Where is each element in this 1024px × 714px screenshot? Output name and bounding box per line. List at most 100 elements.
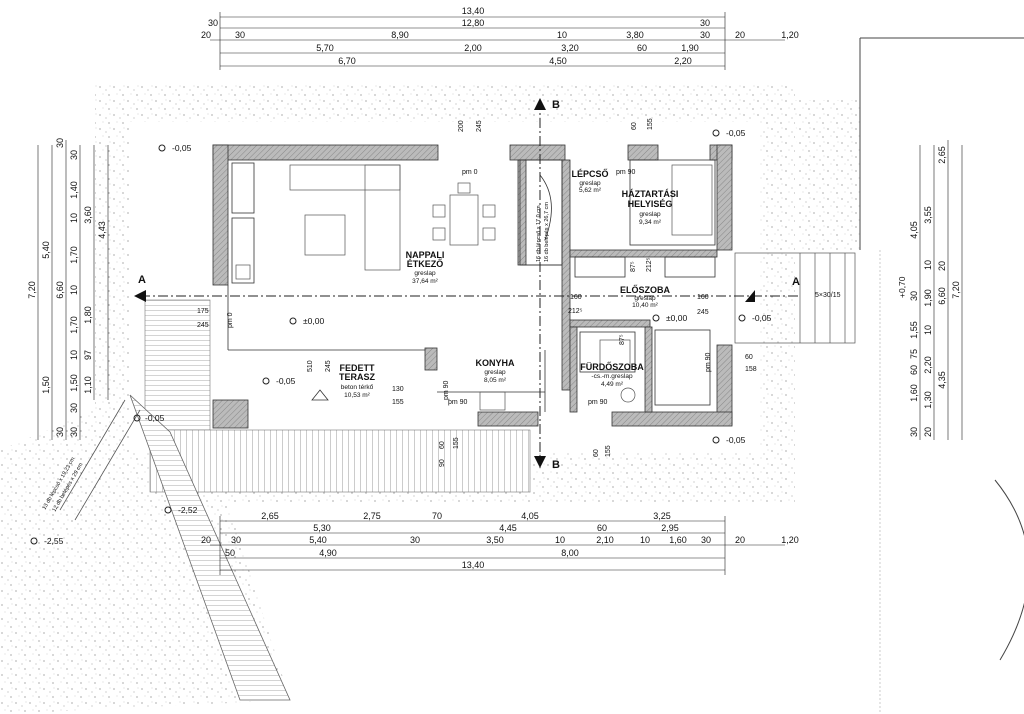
svg-text:5,40: 5,40: [309, 535, 327, 545]
svg-text:155: 155: [453, 437, 460, 449]
coffee-table: [304, 214, 346, 256]
svg-text:pm 0: pm 0: [227, 312, 234, 328]
svg-text:30: 30: [69, 150, 79, 160]
svg-text:4,50: 4,50: [549, 56, 567, 66]
svg-text:2,20: 2,20: [923, 356, 933, 374]
svg-text:beton térkő: beton térkő: [341, 384, 374, 391]
svg-text:7,20: 7,20: [951, 281, 961, 299]
svg-text:8,90: 8,90: [391, 30, 409, 40]
svg-text:8,05 m²: 8,05 m²: [484, 377, 507, 384]
svg-text:1,20: 1,20: [781, 30, 799, 40]
top-dimensions: [210, 12, 785, 70]
svg-text:1,10: 1,10: [83, 376, 93, 394]
svg-text:5,62 m²: 5,62 m²: [579, 187, 602, 194]
svg-text:pm 90: pm 90: [616, 169, 636, 176]
svg-text:245: 245: [325, 360, 332, 372]
svg-text:-2,52: -2,52: [178, 505, 198, 515]
svg-text:-0,05: -0,05: [276, 376, 296, 386]
right-dimension-text: 4,05 30 1,55 75 60 1,60 30 3,55 10 1,90 …: [909, 146, 961, 437]
left-dimension-text: 7,20 5,40 1,50 6,60 30 30 30 1,40 10 1,7…: [27, 138, 107, 437]
room-eloszoba: ELŐSZOBA greslap 10,40 m²: [620, 284, 671, 309]
svg-text:10,40 m²: 10,40 m²: [632, 302, 658, 309]
svg-text:30: 30: [909, 291, 919, 301]
svg-text:KONYHA: KONYHA: [475, 358, 515, 368]
room-lepcso: LÉPCSŐ greslap 5,62 m²: [571, 168, 608, 194]
svg-text:5,40: 5,40: [41, 241, 51, 259]
svg-text:30: 30: [69, 403, 79, 413]
svg-text:13,40: 13,40: [462, 6, 485, 16]
svg-text:175: 175: [197, 308, 209, 315]
interior-lines: [227, 159, 716, 412]
svg-text:10: 10: [923, 260, 933, 270]
svg-text:2,65: 2,65: [937, 146, 947, 164]
svg-text:87⁵: 87⁵: [619, 334, 626, 345]
svg-text:60: 60: [909, 365, 919, 375]
svg-text:5,70: 5,70: [316, 43, 334, 53]
svg-text:10: 10: [69, 285, 79, 295]
svg-text:30: 30: [55, 427, 65, 437]
svg-text:155: 155: [647, 118, 654, 130]
svg-text:30: 30: [701, 535, 711, 545]
section-a-left-marker: [134, 290, 146, 302]
svg-text:10,53 m²: 10,53 m²: [344, 392, 370, 399]
svg-text:1,70: 1,70: [69, 316, 79, 334]
svg-text:1,20: 1,20: [781, 535, 799, 545]
svg-text:130: 130: [392, 386, 404, 393]
svg-text:20: 20: [937, 261, 947, 271]
svg-text:3,55: 3,55: [923, 206, 933, 224]
svg-text:212⁵: 212⁵: [646, 257, 653, 272]
svg-text:60: 60: [597, 523, 607, 533]
svg-text:greslap: greslap: [634, 295, 656, 302]
section-b-bottom-marker: [534, 456, 546, 468]
svg-text:±0,00: ±0,00: [666, 313, 687, 323]
svg-text:160: 160: [697, 294, 709, 301]
svg-text:90: 90: [439, 459, 446, 467]
svg-text:1,30: 1,30: [923, 391, 933, 409]
svg-text:TERASZ: TERASZ: [339, 372, 376, 382]
svg-text:10: 10: [69, 350, 79, 360]
svg-text:greslap: greslap: [484, 369, 506, 376]
svg-text:-0,05: -0,05: [145, 413, 165, 423]
room-konyha: KONYHA greslap 8,05 m²: [475, 358, 515, 384]
svg-text:30: 30: [208, 18, 218, 28]
svg-text:HELYISÉG: HELYISÉG: [628, 199, 673, 209]
section-b-top-marker: [534, 98, 546, 110]
garden-edge: [859, 37, 1024, 661]
svg-text:13,40: 13,40: [462, 560, 485, 570]
svg-text:-2,55: -2,55: [44, 536, 64, 546]
svg-text:-0,05: -0,05: [172, 143, 192, 153]
section-lines: [140, 100, 800, 468]
svg-text:30: 30: [909, 427, 919, 437]
section-a-right-marker: [745, 290, 755, 302]
svg-text:70: 70: [432, 511, 442, 521]
svg-text:20: 20: [201, 30, 211, 40]
svg-text:3,80: 3,80: [626, 30, 644, 40]
svg-text:greslap: greslap: [414, 270, 436, 277]
top-dimension-text: 13,40 30 12,80 30 20 30 8,90 10 3,80 30 …: [201, 6, 799, 66]
svg-text:155: 155: [392, 399, 404, 406]
entry-stairs: [734, 252, 856, 344]
svg-text:pm 0: pm 0: [462, 169, 478, 176]
svg-text:greslap: greslap: [579, 180, 601, 187]
svg-text:30: 30: [235, 30, 245, 40]
svg-text:20: 20: [923, 427, 933, 437]
svg-text:1,70: 1,70: [69, 246, 79, 264]
svg-text:LÉPCSŐ: LÉPCSŐ: [571, 168, 608, 179]
svg-text:HÁZTARTÁSI: HÁZTARTÁSI: [622, 189, 679, 199]
svg-text:-0,05: -0,05: [726, 128, 746, 138]
svg-text:ÉTKEZŐ: ÉTKEZŐ: [407, 258, 444, 269]
svg-text:-0,05: -0,05: [726, 435, 746, 445]
svg-text:30: 30: [69, 427, 79, 437]
svg-text:-cs.-m.greslap: -cs.-m.greslap: [591, 373, 633, 380]
svg-text:greslap: greslap: [639, 211, 661, 218]
svg-text:60: 60: [631, 122, 638, 130]
svg-text:±0,00: ±0,00: [303, 316, 324, 326]
svg-text:1,60: 1,60: [669, 535, 687, 545]
svg-text:10: 10: [69, 213, 79, 223]
svg-text:155: 155: [605, 445, 612, 457]
svg-text:10: 10: [555, 535, 565, 545]
svg-text:6,60: 6,60: [55, 281, 65, 299]
terrace-slope-marker: [311, 389, 329, 401]
room-nappali: NAPPALI ÉTKEZŐ greslap 37,64 m²: [406, 250, 445, 285]
svg-text:2,75: 2,75: [363, 511, 381, 521]
